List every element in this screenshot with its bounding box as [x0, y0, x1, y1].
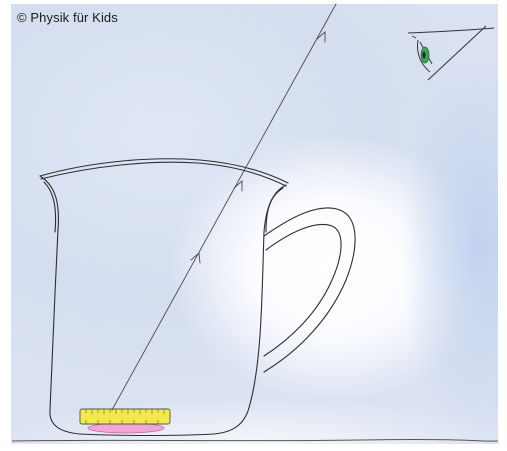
copyright-label: © Physik für Kids [17, 10, 118, 25]
coin [80, 409, 170, 433]
light-ray [112, 4, 336, 410]
cup-right-wall [214, 185, 286, 434]
light-ray-line [112, 4, 336, 410]
eye-icon [408, 26, 494, 80]
table-line [12, 439, 498, 441]
cup-bottom [80, 434, 214, 436]
cup-handle-inner [264, 224, 341, 356]
cup-left-wall [40, 176, 80, 434]
cup [40, 159, 355, 436]
cup-handle-outer [264, 208, 355, 372]
